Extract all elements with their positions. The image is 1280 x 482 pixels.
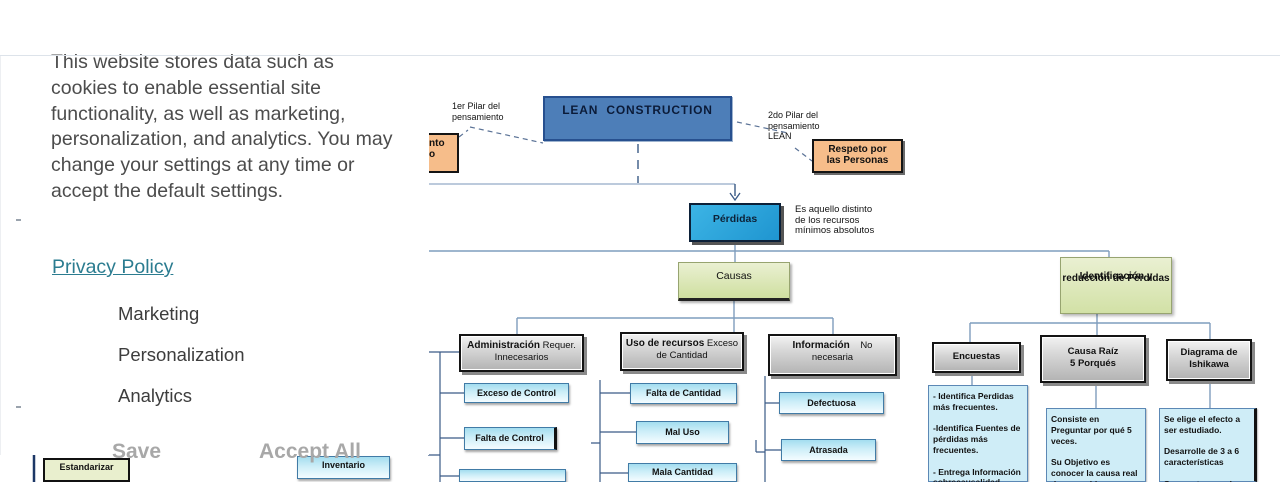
option-analytics[interactable]: Analytics [118,385,193,406]
list-marker [16,219,21,221]
informacion-bold: Información [792,340,850,351]
administracion-rest: Requer. Innecesarios [494,340,576,364]
label-perdidas-note: Es aquello distinto de los recursos míni… [795,204,875,236]
option-personalization[interactable]: Personalization [118,344,245,365]
diagram-box-respeto-personas: Respeto por las Personas [812,139,903,173]
diagram-box-causas: Causas [678,262,790,301]
uso-rest: Exceso de Cantidad [656,338,739,362]
privacy-policy-link[interactable]: Privacy Policy [52,256,174,278]
cookie-consent-dialog: This website stores data such as cookies… [0,51,429,455]
diagram-box-falta-de-control: Falta de Control [464,427,557,450]
diagram-box-identificacion-reduccion: Identificación y reducción de Pérdidas [1060,257,1172,314]
option-marketing[interactable]: Marketing [118,303,200,324]
diagram-box-causa-raiz: Causa Raíz 5 Porqués [1040,335,1146,383]
diagram-box-defectuosa: Defectuosa [779,392,884,414]
diagram-box-diagrama-ishikawa: Diagrama de Ishikawa [1166,339,1252,381]
diagram-box-lean-construction: LEAN CONSTRUCTION [543,96,732,141]
diagram-box-encuestas: Encuestas [932,342,1021,373]
accept-all-button[interactable]: Accept All [259,440,361,463]
diagram-box-first-pillar-clipped: nto o [428,133,459,173]
administracion-bold: Administración [467,340,540,351]
diagram-box-mal-uso: Mal Uso [636,421,729,444]
diagram-text-ishikawa-details: Se elige el efecto a ser estudiado. Desa… [1159,408,1257,482]
diagram-box-perdidas: Pérdidas [689,203,781,242]
diagram-box-falta-de-cantidad: Falta de Cantidad [630,383,737,404]
save-button[interactable]: Save [112,440,162,463]
diagram-box-mala-cantidad: Mala Cantidad [628,463,737,482]
cookie-banner-top-border [0,55,1280,56]
diagram-box-estandarizar: Estandarizar [43,458,130,482]
diagram-text-encuestas-details: - Identifica Perdidas más frecuentes. -I… [928,385,1028,482]
label-first-pillar: 1er Pilar del pensamiento [452,101,504,122]
diagram-box-informacion: Información No necesaria [768,334,897,376]
diagram-text-cinco-porques-details: Consiste en Preguntar por qué 5 veces. S… [1046,408,1146,482]
uso-bold: Uso de recursos [625,338,705,349]
informacion-rest: No necesaria [811,340,873,364]
label-second-pillar: 2do Pilar del pensamiento LEAN [768,110,820,141]
diagram-box-exceso-de-control: Exceso de Control [464,383,569,403]
diagram-box-administracion: Administración Requer. Innecesarios [459,334,584,372]
list-marker [16,406,21,408]
diagram-box-inventario: Inventario [297,456,390,479]
diagram-box-atrasada: Atrasada [781,439,876,461]
diagram-box-uso-recursos: Uso de recursos Exceso de Cantidad [620,332,744,371]
diagram-box-clipped-bottom [459,469,566,482]
identificacion-line2: reducción de Pérdidas [1062,273,1170,285]
identificacion-line1: Identificación y [1079,271,1153,282]
cookie-message: This website stores data such as cookies… [51,51,393,202]
